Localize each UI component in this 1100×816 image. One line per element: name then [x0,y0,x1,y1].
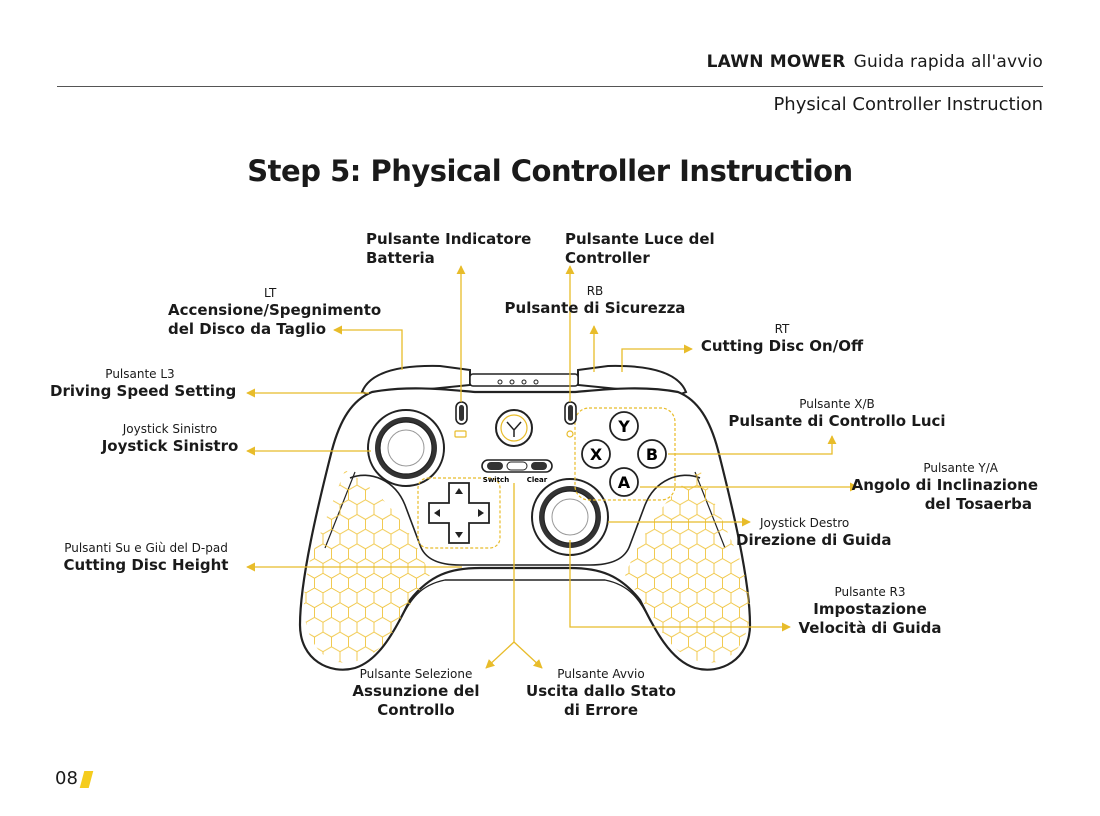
callout-rb-line1: Pulsante di Sicurezza [504,299,686,317]
leader-lines [246,265,859,669]
callout-l3: Pulsante L3 Driving Speed Setting [50,367,237,401]
callout-lt-line1: Accensione/Spegnimento [168,301,382,319]
callout-xb-tag: Pulsante X/B [799,397,875,411]
callout-right-stick-tag: Joystick Destro [760,516,850,530]
callout-battery-line2: Batteria [366,248,435,267]
callout-dpad: Pulsanti Su e Giù del D-pad Cutting Disc… [50,541,242,575]
page-title: Step 5: Physical Controller Instruction [247,154,853,188]
callout-dpad-line1: Cutting Disc Height [63,556,229,574]
dpad[interactable] [417,477,501,549]
callout-left-stick: Joystick Sinistro Joystick Sinistro [100,422,240,456]
callout-ya-line1: Angolo di Inclinazione [851,476,1038,494]
leader-rt [621,344,693,372]
callout-lt-tag: LT [264,286,277,300]
callout-r3-line2: Velocità di Guida [798,618,942,637]
callout-r3: Pulsante R3 Impostazione Velocità di Gui… [790,585,950,638]
callout-lt-line2: del Disco da Taglio [168,319,327,338]
callout-r3-tag: Pulsante R3 [834,585,906,599]
battery-icon [454,430,467,438]
callout-ya-line2: del Tosaerba [924,494,1032,513]
light-button[interactable] [564,401,577,425]
face-buttons: Y X B A [574,407,676,501]
clear-label: Clear [527,476,548,484]
brand-name: LAWN MOWER [706,52,846,72]
callout-l3-tag: Pulsante L3 [105,367,175,381]
callout-start-tag: Pulsante Avvio [557,667,645,681]
leader-r3 [569,540,791,632]
callout-ya-tag: Pulsante Y/A [923,461,998,475]
button-x-label: X [590,445,603,464]
callout-rt-tag: RT [774,322,790,336]
left-joystick[interactable] [367,409,445,487]
callout-right-stick: Joystick Destro Direzione di Guida [736,516,892,550]
callout-left-stick-tag: Joystick Sinistro [122,422,218,436]
callout-start: Pulsante Avvio Uscita dallo Stato di Err… [522,667,680,720]
callout-battery-line1: Pulsante Indicatore [366,230,532,248]
callout-lt: LT Accensione/Spegnimento del Disco da T… [168,286,381,339]
callout-light: Pulsante Luce del Controller [565,230,715,268]
button-b[interactable]: B [637,439,667,469]
home-button[interactable] [495,409,533,447]
callout-left-stick-line1: Joystick Sinistro [101,437,239,455]
callout-rt: RT Cutting Disc On/Off [696,322,868,356]
leader-start [513,641,543,669]
callout-select-line2: Controllo [377,700,455,719]
leader-xb [668,435,837,455]
callout-dpad-tag: Pulsanti Su e Giù del D-pad [64,541,228,555]
callout-light-line2: Controller [565,248,650,267]
callout-battery: Pulsante Indicatore Batteria [366,230,531,268]
header-divider [57,86,1043,87]
header-title: LAWN MOWER Guida rapida all'avvio [707,52,1043,72]
callout-select: Pulsante Selezione Assunzione del Contro… [340,667,492,720]
switch-label: Switch [483,476,509,484]
light-icon [566,430,574,438]
callout-start-line2: di Errore [563,700,639,719]
callout-xb: Pulsante X/B Pulsante di Controllo Luci [726,397,948,431]
callout-select-line1: Assunzione del [352,682,480,700]
button-a[interactable]: A [609,467,639,497]
guide-name: Guida rapida all'avvio [853,52,1043,72]
button-y[interactable]: Y [609,411,639,441]
header-subtitle: Physical Controller Instruction [773,94,1043,115]
callout-start-line1: Uscita dallo Stato [526,682,676,700]
callout-select-tag: Pulsante Selezione [359,667,473,681]
callout-rb: RB Pulsante di Sicurezza [490,284,700,318]
button-a-label: A [618,473,631,492]
callout-rb-tag: RB [586,284,604,298]
callout-right-stick-line1: Direzione di Guida [736,531,892,549]
select-start-bar[interactable] [481,459,553,473]
callout-l3-line1: Driving Speed Setting [50,382,237,400]
callout-light-line1: Pulsante Luce del [565,230,715,248]
callout-r3-line1: Impostazione [813,600,927,618]
callout-ya: Pulsante Y/A Angolo di Inclinazione del … [846,461,1038,514]
callout-xb-line1: Pulsante di Controllo Luci [728,412,946,430]
button-x[interactable]: X [581,439,611,469]
button-y-label: Y [617,417,630,436]
leader-lt [333,325,403,370]
button-b-label: B [646,445,658,464]
callout-rt-line1: Cutting Disc On/Off [700,337,864,355]
page-number: 08 [55,768,78,789]
leader-select [485,641,515,669]
battery-button[interactable] [455,401,468,425]
